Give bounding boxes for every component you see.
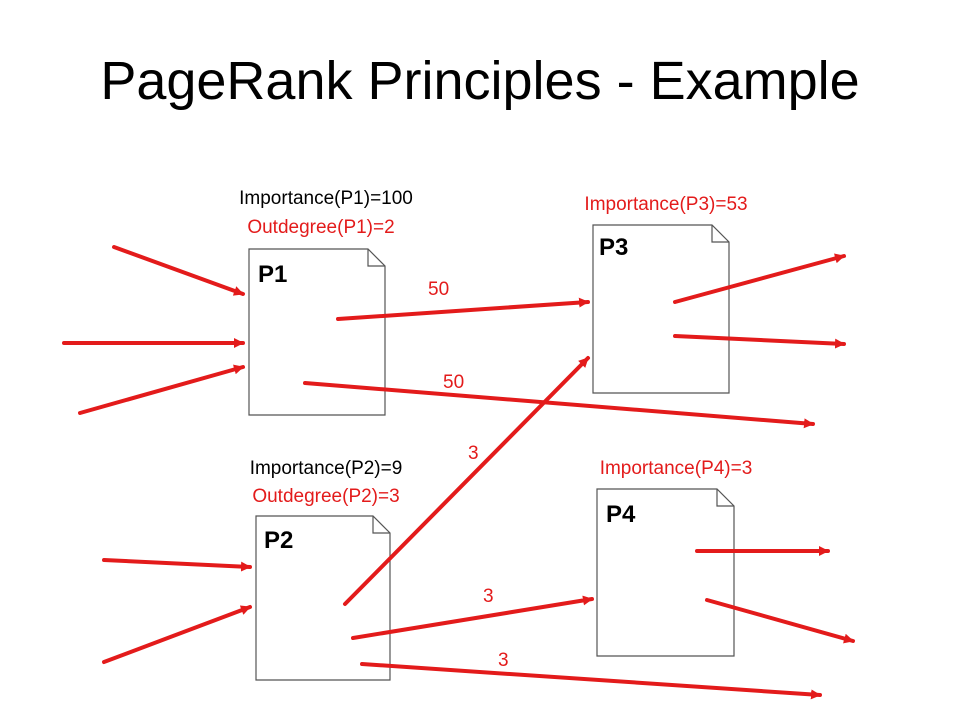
page-label-p1: P1 bbox=[258, 261, 288, 288]
outdegree-p2: Outdegree(P2)=3 bbox=[252, 486, 400, 507]
edge-weight-p2-out: 3 bbox=[498, 650, 509, 671]
edge-weight-p2-to-p4: 3 bbox=[483, 586, 494, 607]
incoming-arrow-p1-a bbox=[112, 245, 245, 296]
importance-p2: Importance(P2)=9 bbox=[249, 458, 403, 479]
page-p3-document bbox=[592, 224, 730, 394]
incoming-arrow-p2-a bbox=[102, 558, 252, 572]
arrow-p2-out bbox=[360, 662, 822, 700]
page-p1-document bbox=[248, 248, 386, 416]
importance-p1: Importance(P1)=100 bbox=[239, 188, 413, 209]
edge-weight-p1-out: 50 bbox=[443, 372, 465, 393]
slide-title: PageRank Principles - Example bbox=[100, 51, 860, 111]
importance-p4: Importance(P4)=3 bbox=[599, 458, 753, 479]
arrow-p4-out-b bbox=[705, 598, 855, 644]
arrow-p1-to-p3 bbox=[336, 297, 590, 321]
incoming-arrow-p2-b bbox=[102, 605, 252, 664]
outdegree-p1: Outdegree(P1)=2 bbox=[247, 217, 395, 238]
arrow-p1-out bbox=[303, 381, 815, 429]
arrow-p2-to-p3 bbox=[343, 356, 590, 606]
edge-weight-p2-to-p3: 3 bbox=[468, 443, 479, 464]
page-label-p2: P2 bbox=[264, 527, 294, 554]
incoming-arrow-p1-c bbox=[78, 364, 245, 415]
arrow-p3-out-b bbox=[673, 334, 846, 349]
edge-weight-p1-to-p3: 50 bbox=[428, 279, 450, 300]
arrow-p3-out-a bbox=[673, 253, 846, 304]
page-label-p4: P4 bbox=[606, 501, 636, 528]
arrow-p2-to-p4 bbox=[351, 595, 594, 640]
importance-p3: Importance(P3)=53 bbox=[584, 194, 748, 215]
page-label-p3: P3 bbox=[599, 234, 629, 261]
page-p4-document bbox=[596, 488, 735, 657]
